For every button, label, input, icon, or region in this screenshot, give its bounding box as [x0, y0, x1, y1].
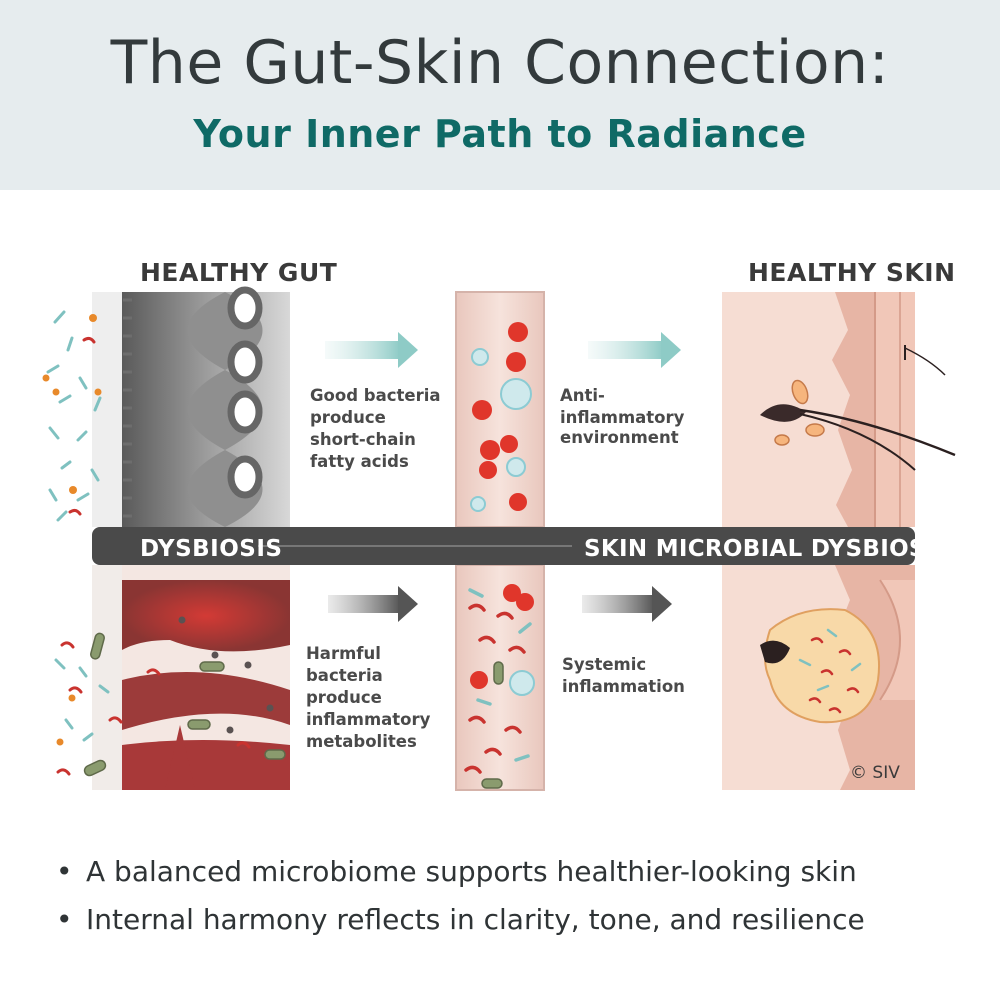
systemic-line: Systemic	[562, 655, 646, 674]
good-bacteria-line: produce	[310, 408, 386, 427]
harmful-bacteria-line: produce	[306, 688, 382, 707]
systemic-inflammation-text: Systemic inflammation	[562, 655, 685, 696]
good-bacteria-text: Good bacteria produce short-chain fatty …	[310, 386, 446, 471]
bullet-text: Internal harmony reflects in clarity, to…	[86, 903, 865, 936]
anti-inflammatory-line: inflammatory	[560, 408, 685, 427]
page-subtitle: Your Inner Path to Radiance	[193, 112, 807, 156]
good-bacteria-line: fatty acids	[310, 452, 409, 471]
bullet-list: • A balanced microbiome supports healthie…	[56, 848, 976, 944]
harmful-bacteria-line: Harmful	[306, 644, 381, 663]
harmful-bacteria-line: bacteria	[306, 666, 383, 685]
blood-vessel-illustration	[455, 291, 545, 791]
header-banner: The Gut-Skin Connection: Your Inner Path…	[0, 0, 1000, 190]
harmful-bacteria-text: Harmful bacteria produce inflammatory me…	[306, 644, 436, 751]
skin-illustration	[722, 292, 956, 790]
healthy-gut-label: HEALTHY GUT	[140, 258, 337, 287]
healthy-skin-label: HEALTHY SKIN	[748, 258, 956, 287]
bullet-item: • A balanced microbiome supports healthie…	[56, 848, 976, 896]
anti-inflammatory-line: environment	[560, 428, 679, 447]
anti-inflammatory-line: Anti-	[560, 386, 605, 405]
bullet-item: • Internal harmony reflects in clarity, t…	[56, 896, 976, 944]
page-title: The Gut-Skin Connection:	[110, 28, 890, 98]
arrow-gut-to-vessel-bottom	[328, 586, 418, 622]
diagram-canvas: HEALTHY GUT HEALTHY SKIN	[42, 258, 956, 791]
dysbiosis-band	[92, 527, 915, 565]
harmful-bacteria-line: metabolites	[306, 732, 417, 751]
good-bacteria-line: Good bacteria	[310, 386, 441, 405]
arrow-gut-to-vessel-top	[325, 332, 418, 368]
good-bacteria-line: short-chain	[310, 430, 416, 449]
bullet-text: A balanced microbiome supports healthier…	[86, 855, 857, 888]
arrow-vessel-to-skin-bottom	[582, 586, 672, 622]
arrow-vessel-to-skin-top	[588, 332, 681, 368]
systemic-line: inflammation	[562, 677, 685, 696]
gut-skin-diagram: HEALTHY GUT HEALTHY SKIN	[0, 190, 1000, 830]
harmful-bacteria-line: inflammatory	[306, 710, 431, 729]
copyright-label: © SIV	[850, 763, 900, 783]
bullet-dot-icon: •	[56, 855, 73, 888]
anti-inflammatory-text: Anti- inflammatory environment	[560, 386, 690, 447]
dysbiosis-label: DYSBIOSIS	[140, 536, 282, 562]
skin-dysbiosis-label: SKIN MICROBIAL DYSBIOSIS	[584, 536, 952, 562]
bullet-dot-icon: •	[56, 903, 73, 936]
gut-lining-illustration	[42, 286, 290, 790]
